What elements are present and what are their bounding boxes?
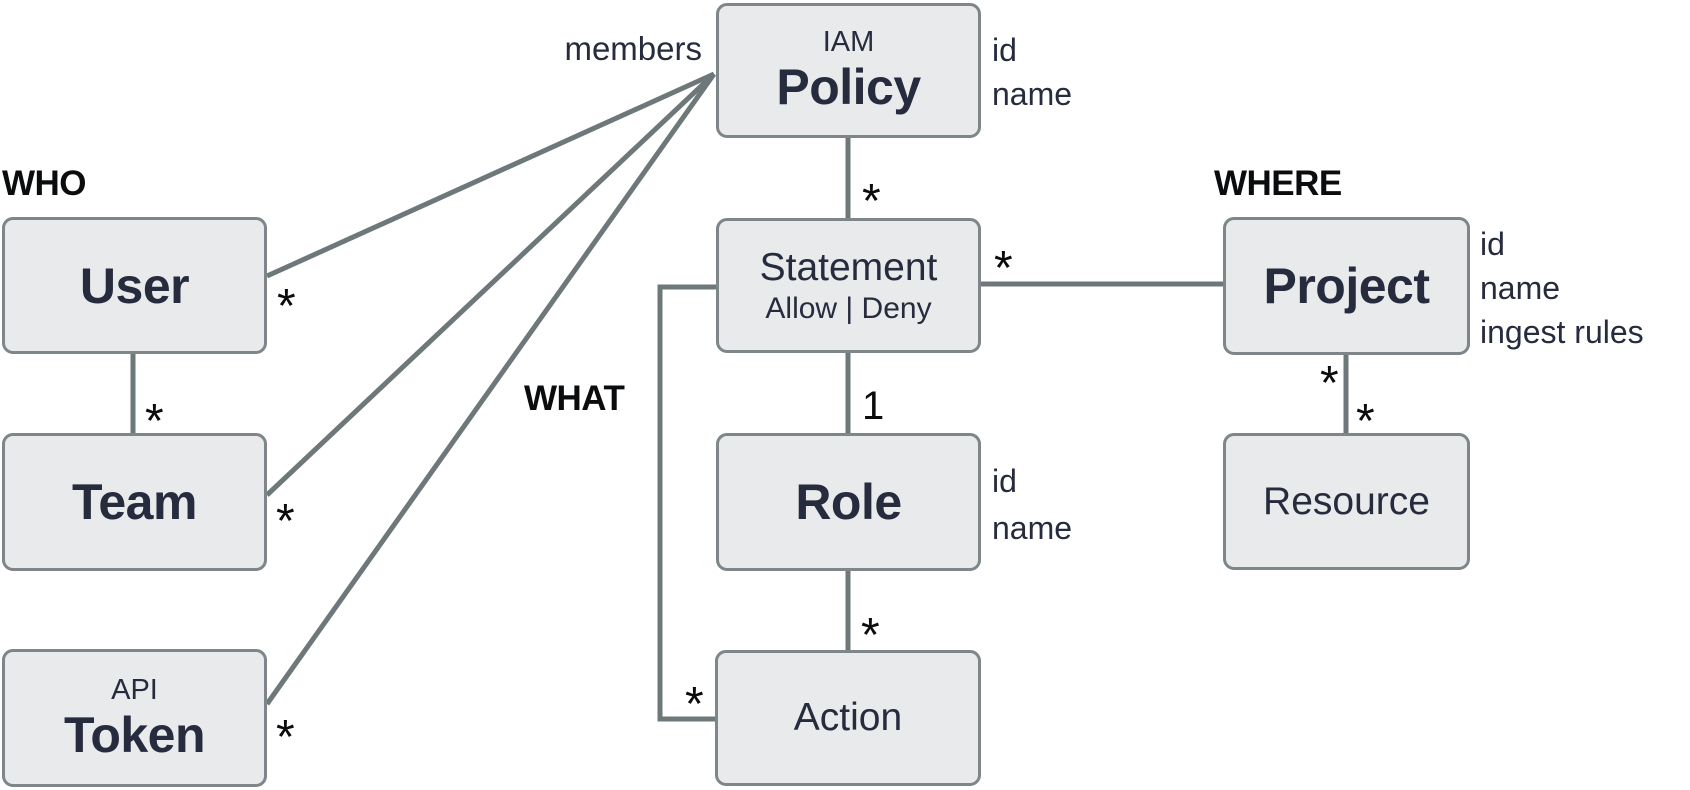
multiplicity-project-resource-end: * (1356, 395, 1375, 448)
connector-statement-action-elbow (657, 284, 716, 722)
attribute-project-id: id (1480, 226, 1505, 262)
entity-policy-attributes: id name (992, 28, 1072, 116)
entity-user: User (2, 217, 267, 354)
connector-policy-token (264, 72, 717, 706)
attribute-role-name: name (992, 510, 1073, 546)
entity-token-kicker: API (111, 673, 158, 706)
entity-team-name: Team (72, 474, 197, 530)
entity-resource: Resource (1223, 433, 1470, 570)
entity-token-name: Token (63, 706, 206, 763)
group-label-where: WHERE (1214, 164, 1342, 203)
entity-statement-name: Statement (759, 245, 938, 289)
multiplicity-policy-user: * (277, 280, 296, 333)
entity-team: Team (2, 433, 267, 571)
entity-project-name: Project (1263, 258, 1430, 314)
attribute-policy-id: id (992, 32, 1017, 68)
entity-policy-kicker: IAM (822, 26, 875, 58)
entity-user-name: User (79, 257, 190, 314)
entity-role-attributes: id name (992, 458, 1072, 552)
attribute-policy-name: name (992, 76, 1073, 112)
entity-token: API Token (2, 649, 267, 787)
entity-role: Role (716, 433, 981, 571)
multiplicity-policy-statement: * (862, 175, 881, 228)
entity-policy: IAM Policy (716, 3, 981, 138)
multiplicity-statement-action: * (685, 678, 704, 731)
entity-policy-name: Policy (776, 59, 921, 115)
entity-role-name: Role (795, 474, 902, 530)
multiplicity-project-resource-start: * (1320, 357, 1339, 410)
entity-resource-name: Resource (1263, 479, 1430, 523)
group-label-who: WHO (2, 164, 87, 203)
multiplicity-user-team: * (145, 395, 164, 448)
multiplicity-role-action: * (861, 609, 880, 662)
connector-policy-team (265, 72, 716, 497)
multiplicity-statement-project: * (994, 242, 1013, 295)
entity-statement-subtitle: Allow | Deny (765, 291, 932, 325)
entity-action: Action (715, 650, 981, 786)
multiplicity-policy-team: * (276, 495, 295, 548)
connector-policy-user (265, 71, 716, 279)
entity-project-attributes: id name ingest rules (1480, 222, 1644, 354)
multiplicity-statement-role: 1 (862, 384, 885, 428)
relationship-label-members: members (564, 30, 702, 67)
multiplicity-policy-token: * (276, 711, 295, 764)
attribute-project-ingest-rules: ingest rules (1480, 314, 1644, 350)
entity-statement: Statement Allow | Deny (716, 218, 981, 353)
entity-action-name: Action (793, 696, 903, 739)
attribute-role-id: id (992, 463, 1017, 499)
entity-project: Project (1223, 217, 1470, 355)
attribute-project-name: name (1480, 270, 1561, 306)
group-label-what: WHAT (524, 379, 625, 418)
